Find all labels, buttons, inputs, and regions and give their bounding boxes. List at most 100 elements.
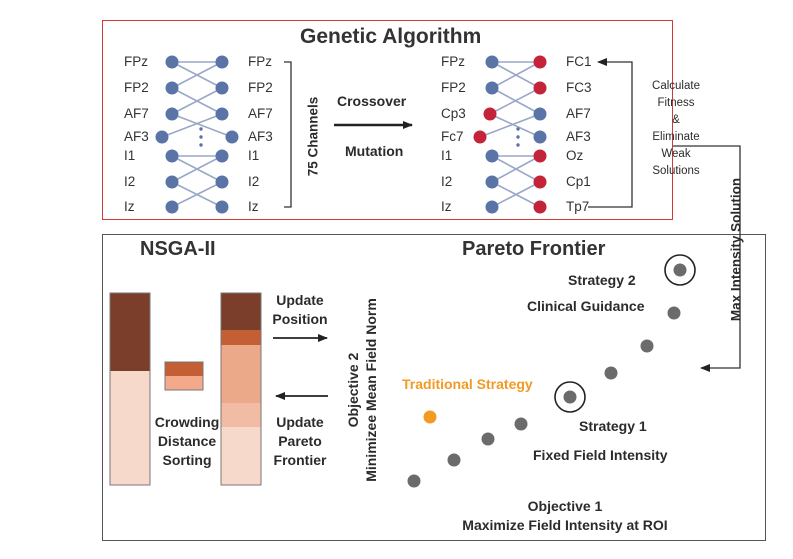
connection-edge [171,87,223,115]
channel-node [215,55,229,69]
channel-node [165,149,179,163]
channel-node [533,175,547,189]
channel-label: FP2 [441,80,466,95]
channel-label: AF3 [566,129,591,144]
channel-node [165,81,179,95]
update-frontier-label: Update Pareto Frontier [265,413,335,470]
objective2-line: Minimizee Mean Field Norm [363,298,379,482]
connection-edge [491,181,541,208]
strategy1-label: Strategy 1 [579,418,647,434]
population-bar-outline [109,292,151,486]
objective2-label: Objective 2 Minimizee Mean Field Norm [344,290,380,490]
population-bar-segment [110,371,150,485]
channel-label: FPz [124,54,149,69]
channel-node [473,130,487,144]
strategy1-point [563,390,577,404]
fitness-line: Eliminate [652,131,700,143]
crowding-line: Sorting [162,452,212,468]
channel-node [533,130,547,144]
mutation-label: Mutation [345,143,404,159]
ellipsis-dot [199,143,203,147]
sorted-bar-segment [221,403,261,427]
sorted-bar-segment [221,427,261,485]
channel-node [485,175,499,189]
channel-label: I1 [441,148,453,163]
ellipsis-dot [199,135,203,139]
connection-edge [171,113,233,138]
crowding-label: Crowding Distance Sorting [149,413,225,470]
sorted-bar-segment [221,345,261,403]
channel-node [215,107,229,121]
max-intensity-arrow [673,145,741,372]
channel-node [155,130,169,144]
strategy2-ring [664,254,696,286]
pareto-point [447,453,461,467]
channel-node [485,149,499,163]
update-position-line: Update [276,292,324,308]
genetic-algorithm-panel [102,20,673,220]
pareto-point [604,366,618,380]
pareto-point [481,432,495,446]
channel-node [225,130,239,144]
traditional-strategy-point [423,410,437,424]
channel-label: FP2 [124,80,149,95]
channel-label: Iz [124,199,135,214]
objective1-line: Maximize Field Intensity at ROI [462,517,668,533]
sorted-bar-outline [220,292,262,486]
channel-label: I2 [441,174,453,189]
channel-label: I2 [248,174,260,189]
fitness-line: Fitness [657,97,695,109]
connection-edge [491,155,541,183]
clinical-guidance-label: Clinical Guidance [527,298,645,314]
channel-label: FPz [248,54,273,69]
channel-node [485,81,499,95]
connection-edge [171,61,223,89]
channel-node [215,175,229,189]
update-frontier-line: Frontier [273,452,327,468]
connection-edge [171,155,223,183]
channel-label: AF7 [566,106,591,121]
connection-edge [491,61,541,89]
channel-node [533,200,547,214]
channel-node [483,107,497,121]
population-bar-segment [110,293,150,371]
channel-label: Tp7 [566,199,590,214]
ellipsis-dot [516,143,520,147]
nsga-pareto-panel [102,234,766,541]
strategy1-ring [554,381,586,413]
objective1-line: Objective 1 [527,498,603,514]
channel-label: FC1 [566,54,592,69]
fitness-line: Calculate [652,80,700,92]
sorted-bar-segment [221,293,261,330]
channel-node [485,55,499,69]
fitness-text: Calculate Fitness & Eliminate Weak Solut… [633,78,719,180]
channel-label: AF7 [124,106,149,121]
channel-label: AF3 [124,129,149,144]
crowding-bar-segment [165,362,203,376]
channel-label: FPz [441,54,466,69]
strategy2-point [673,263,687,277]
channel-label: FC3 [566,80,592,95]
channel-label: I2 [124,174,136,189]
traditional-strategy-label: Traditional Strategy [402,376,533,392]
channel-node [485,200,499,214]
crowding-line: Crowding [154,414,220,430]
pareto-point [640,339,654,353]
ellipsis-dot [516,127,520,131]
channel-label: FP2 [248,80,273,95]
channel-label: Cp1 [566,174,591,189]
ellipsis-dot [199,127,203,131]
channels-label: 75 Channels [305,96,321,177]
objective2-line: Objective 2 [345,352,361,428]
crossover-label: Crossover [337,93,407,109]
channel-label: Iz [441,199,452,214]
connection-edge [489,113,541,138]
connection-edge [171,181,223,208]
update-position-line: Position [272,311,328,327]
nsga-title: NSGA-II [140,238,216,260]
sorted-bar-segment [221,330,261,345]
channel-label: I1 [248,148,260,163]
channel-label: Cp3 [441,106,466,121]
fitness-line: Solutions [652,165,700,177]
